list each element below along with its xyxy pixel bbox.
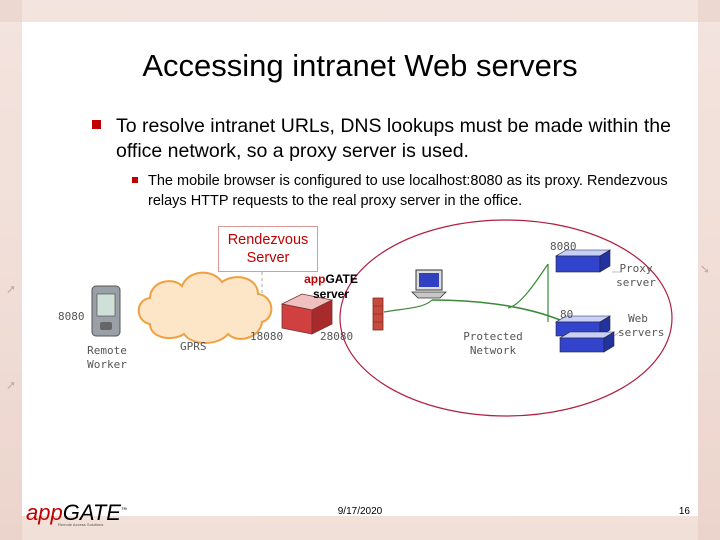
logo-app-text: app [26,500,63,525]
logo-tagline: Remote Access Solutions [58,522,104,527]
protected-network-ellipse [339,219,673,417]
port-local-label: 8080 [58,310,85,323]
proxy-server-icon [554,249,612,273]
protected-network-label: Protected Network [463,330,523,357]
gprs-cloud-icon [137,271,273,344]
link-pc-webservers [431,299,561,321]
bullet-square-icon [132,177,138,183]
logo-tm: ™ [120,507,127,514]
right-band [698,0,720,540]
gprs-label: GPRS [180,340,207,353]
port-web-label: 80 [560,308,574,321]
web-server-icon [554,315,612,337]
footer-date: 9/17/2020 [337,506,383,517]
port-28080-label: 28080 [320,330,354,343]
page-number: 16 [678,506,690,517]
proxy-server-label: Proxy server [616,262,656,289]
left-band [0,0,22,540]
main-bullet-text: To resolve intranet URLs, DNS lookups mu… [116,115,671,162]
main-bullet: To resolve intranet URLs, DNS lookups mu… [92,114,672,164]
web-pointer [613,329,623,337]
deco-arrow-icon: ➚ [6,282,17,296]
office-pc-icon [411,269,447,299]
firewall-icon [372,297,384,331]
port-proxy-label: 8080 [550,240,577,253]
appgate-server-icon [280,293,334,335]
sub-bullet: The mobile browser is configured to use … [132,171,672,211]
web-server-icon [558,331,616,353]
handheld-device-icon [91,285,121,337]
appgate-server-label: appGATE server [300,272,362,302]
top-band [0,0,720,22]
link-firewall-pc [383,299,433,313]
rendezvous-server-label: Rendezvous Server [218,226,318,272]
sub-bullet-text: The mobile browser is configured to use … [148,173,668,209]
appgate-logo: appGATE™ Remote Access Solutions [26,500,127,527]
link-to-proxy [507,263,549,309]
appgate-server-word: server [312,287,350,301]
deco-arrow-icon: ➚ [6,378,17,392]
deco-arrow-icon: ➘ [700,262,711,276]
remote-worker-label: Remote Worker [87,344,127,371]
web-servers-label: Web servers [618,312,665,339]
appgate-brand-gate: GATE [325,272,358,286]
appgate-brand-app: app [304,272,326,286]
bullet-square-icon [92,120,101,129]
slide-title: Accessing intranet Web servers [142,48,578,83]
logo-gate-text: GATE [62,500,121,525]
port-18080-label: 18080 [250,330,284,343]
